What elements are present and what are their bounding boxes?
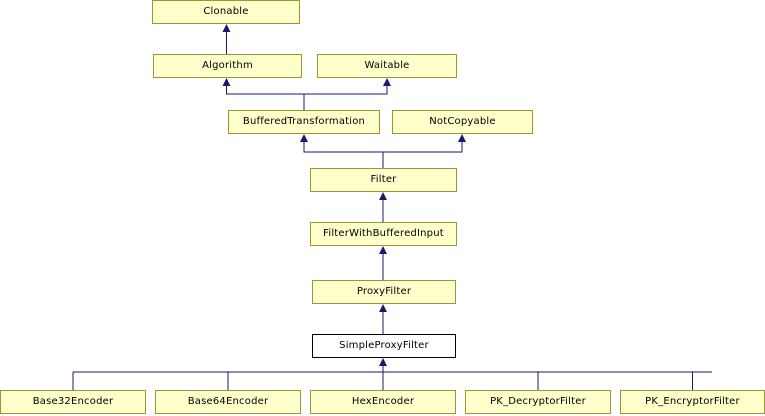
node-not-copyable[interactable]: NotCopyable	[392, 110, 533, 134]
node-waitable[interactable]: Waitable	[317, 54, 457, 78]
node-label: Base64Encoder	[187, 396, 269, 407]
arrowhead-filter	[379, 192, 387, 200]
arrowhead-simpleproxyfilter	[379, 358, 387, 366]
node-filter[interactable]: Filter	[310, 168, 457, 192]
edge-filter-bus-right	[383, 138, 463, 153]
edge-bufferedtransformation-bus	[225, 82, 305, 110]
arrowhead-algorithm	[222, 78, 231, 86]
node-label: SimpleProxyFilter	[339, 340, 429, 351]
arrowhead-proxyfilter	[379, 304, 387, 312]
arrowhead-waitable	[383, 78, 391, 86]
node-label: Waitable	[364, 60, 410, 71]
node-label: Clonable	[203, 6, 249, 17]
node-label: PK_DecryptorFilter	[490, 396, 586, 407]
node-hex-encoder[interactable]: HexEncoder	[310, 390, 456, 414]
node-proxy-filter[interactable]: ProxyFilter	[312, 280, 456, 304]
node-label: FilterWithBufferedInput	[323, 228, 444, 239]
arrowhead-bufferedtransformation	[300, 134, 308, 142]
arrowhead-clonable	[222, 24, 231, 32]
node-filter-with-buffered-input[interactable]: FilterWithBufferedInput	[310, 222, 457, 246]
node-algorithm[interactable]: Algorithm	[153, 54, 302, 78]
arrowhead-notcopyable	[458, 134, 466, 142]
node-base32-encoder[interactable]: Base32Encoder	[0, 390, 146, 414]
node-label: ProxyFilter	[356, 286, 412, 297]
edge-filter-bus	[303, 138, 384, 168]
node-label: Base32Encoder	[32, 396, 114, 407]
node-label: NotCopyable	[429, 116, 496, 127]
node-clonable[interactable]: Clonable	[152, 0, 300, 24]
node-label: PK_EncryptorFilter	[645, 396, 740, 407]
edge-bufferedtransformation-bus-right	[304, 82, 388, 95]
node-pk-encryptor-filter[interactable]: PK_EncryptorFilter	[620, 390, 765, 414]
node-base64-encoder[interactable]: Base64Encoder	[155, 390, 301, 414]
node-buffered-transformation[interactable]: BufferedTransformation	[228, 110, 380, 134]
node-pk-decryptor-filter[interactable]: PK_DecryptorFilter	[465, 390, 611, 414]
arrowhead-filterwithbufferedinput	[379, 246, 387, 254]
node-label: HexEncoder	[351, 396, 415, 407]
node-label: Filter	[370, 174, 397, 185]
node-simple-proxy-filter[interactable]: SimpleProxyFilter	[312, 334, 456, 358]
node-label: BufferedTransformation	[242, 116, 366, 127]
node-label: Algorithm	[202, 60, 253, 71]
